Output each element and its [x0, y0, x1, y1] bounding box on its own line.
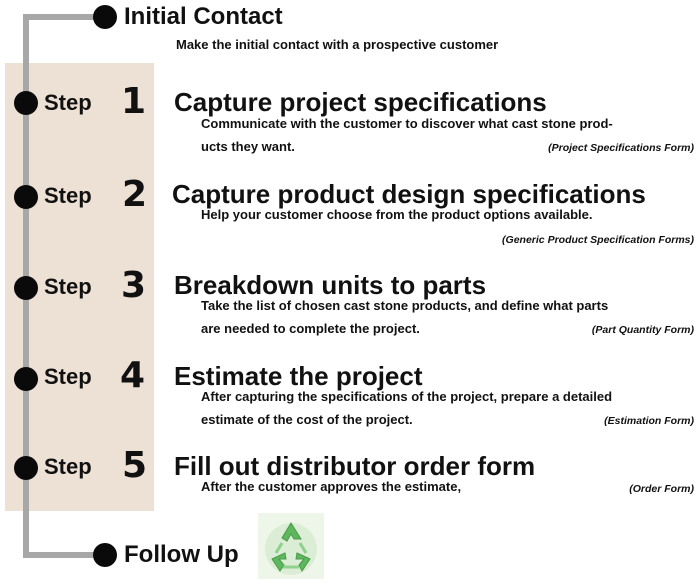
step-4-dot: [14, 367, 38, 391]
step-5-description-line-1: After the customer approves the estimate…: [201, 479, 462, 494]
initial-contact-dot: [93, 5, 117, 29]
step-4-number: 4: [120, 355, 146, 396]
step-2-dot: [14, 185, 38, 209]
step-2-title: Capture product design specifications: [172, 179, 646, 209]
step-2-label: Step: [44, 183, 92, 208]
step-2-description-line-1: Help your customer choose from the produ…: [201, 207, 593, 222]
step-2-number: 2: [122, 174, 148, 215]
step-4-label: Step: [44, 364, 92, 389]
step-4-description-line-1: After capturing the specifications of th…: [201, 389, 613, 404]
connector-top-branch: [23, 14, 108, 20]
step-3-title: Breakdown units to parts: [174, 270, 487, 300]
step-1-description-line-2: ucts they want.: [201, 139, 295, 154]
step-1-form-name: (Project Specifications Form): [548, 142, 694, 154]
initial-contact-title: Initial Contact: [124, 3, 283, 30]
step-5-label: Step: [44, 454, 92, 479]
step-4-description-line-2: estimate of the cost of the project.: [201, 412, 413, 427]
step-4-form-name: (Estimation Form): [604, 415, 694, 427]
step-1-dot: [14, 91, 38, 115]
step-1-label: Step: [44, 90, 92, 115]
step-1-title: Capture project specifications: [174, 87, 547, 117]
step-3-dot: [14, 276, 38, 300]
follow-up-title: Follow Up: [124, 541, 239, 568]
initial-contact-description: Make the initial contact with a prospect…: [176, 37, 499, 52]
step-5-number: 5: [122, 445, 148, 486]
step-3-description-line-2: are needed to complete the project.: [201, 321, 420, 336]
connector-bottom-branch: [23, 552, 108, 558]
recycle-icon: [258, 513, 324, 579]
step-1-description-line-1: Communicate with the customer to discove…: [201, 116, 613, 131]
step-5-dot: [14, 456, 38, 480]
step-5-title: Fill out distributor order form: [174, 451, 536, 481]
step-3-number: 3: [121, 265, 147, 306]
follow-up-dot: [93, 543, 117, 567]
step-3-label: Step: [44, 274, 92, 299]
step-4-title: Estimate the project: [174, 361, 423, 391]
step-5-form-name: (Order Form): [629, 483, 694, 495]
step-2-form-name: (Generic Product Specification Forms): [502, 234, 694, 246]
step-3-description-line-1: Take the list of chosen cast stone produ…: [201, 298, 609, 313]
step-1-number: 1: [121, 81, 147, 122]
step-3-form-name: (Part Quantity Form): [591, 324, 694, 336]
